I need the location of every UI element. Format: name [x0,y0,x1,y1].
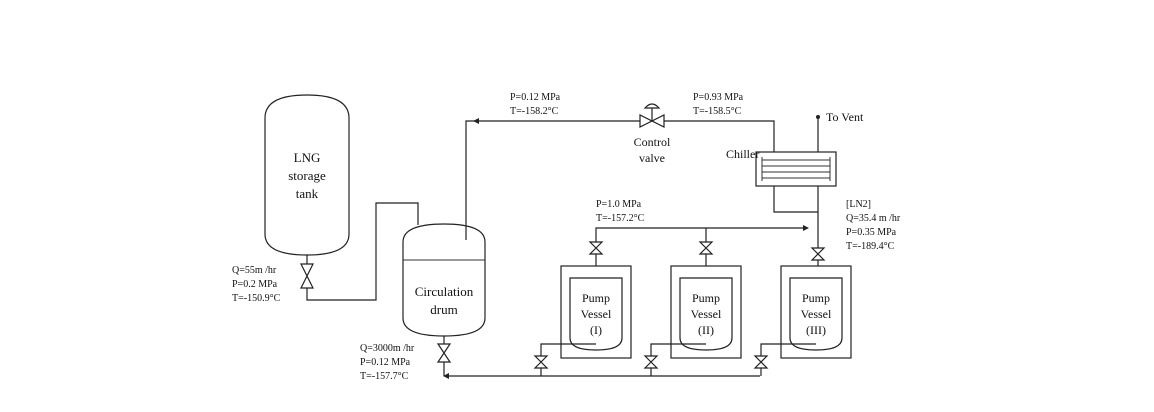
drum-label-2: drum [430,302,457,317]
ln2-flow: Q=35.4 m /hr [846,213,901,224]
top-line-right-temperature: T=-158.5°C [693,106,742,117]
pump-vessel-1-bottom-valve-icon [533,355,549,369]
tank-outlet-flow: Q=55m /hr [232,265,277,276]
tank-label-3: tank [296,186,319,201]
drum-outlet-flow: Q=3000m /hr [360,343,415,354]
pump-vessel-1: Pump Vessel (I) [560,265,632,359]
pump-vessel-2-name: Pump [692,291,720,305]
tank-outlet-temperature: T=-150.9°C [232,293,281,304]
control-valve-icon [639,114,665,128]
tank-label-2: storage [288,168,326,183]
pump-vessel-2-top-valve-icon [698,241,714,255]
control-valve-label-2: valve [639,151,665,165]
top-line-left-temperature: T=-158.2°C [510,106,559,117]
chiller-label: Chiller [726,147,759,161]
pump-vessel-2: Pump Vessel (II) [670,265,742,359]
tank-outlet-pipe [300,202,419,301]
pump-vessel-3: Pump Vessel (III) [780,265,852,359]
vent-label: To Vent [826,110,864,124]
top-line-left-pressure: P=0.12 MPa [510,92,561,103]
vent-point [816,115,820,119]
tank-outlet-pressure: P=0.2 MPa [232,279,278,290]
tank-outlet-valve-icon [300,263,314,289]
pump-vessel-1-id: (I) [590,323,602,337]
drum-outlet-temperature: T=-157.7°C [360,371,409,382]
circulation-drum: Circulation drum [402,223,486,337]
ln2-temperature: T=-189.4°C [846,241,895,252]
drum-outlet-valve-icon [436,343,452,363]
pump-vessel-2-sub: Vessel [691,307,722,321]
drum-outlet-pressure: P=0.12 MPa [360,357,411,368]
control-valve-label-1: Control [634,135,671,149]
ln2-valve-icon [810,247,826,261]
pump-vessel-1-name: Pump [582,291,610,305]
chiller [755,151,837,187]
pump-vessel-1-top-valve-icon [588,241,604,255]
top-line-right-pressure: P=0.93 MPa [693,92,744,103]
control-valve [639,103,665,128]
header-pressure: P=1.0 MPa [596,199,642,210]
ln2-label: [LN2] [846,199,871,210]
pump-vessel-3-sub: Vessel [801,307,832,321]
drum-label-1: Circulation [415,284,474,299]
pump-vessel-2-bottom-valve-icon [643,355,659,369]
pump-vessel-2-id: (II) [698,323,714,337]
pump-vessel-1-sub: Vessel [581,307,612,321]
pump-vessel-3-bottom-valve-icon [753,355,769,369]
ln2-pressure: P=0.35 MPa [846,227,897,238]
lng-storage-tank: LNG storage tank [264,94,350,256]
tank-label-1: LNG [294,150,321,165]
pump-vessel-3-id: (III) [806,323,826,337]
header-temperature: T=-157.2°C [596,213,645,224]
pump-vessel-3-name: Pump [802,291,830,305]
